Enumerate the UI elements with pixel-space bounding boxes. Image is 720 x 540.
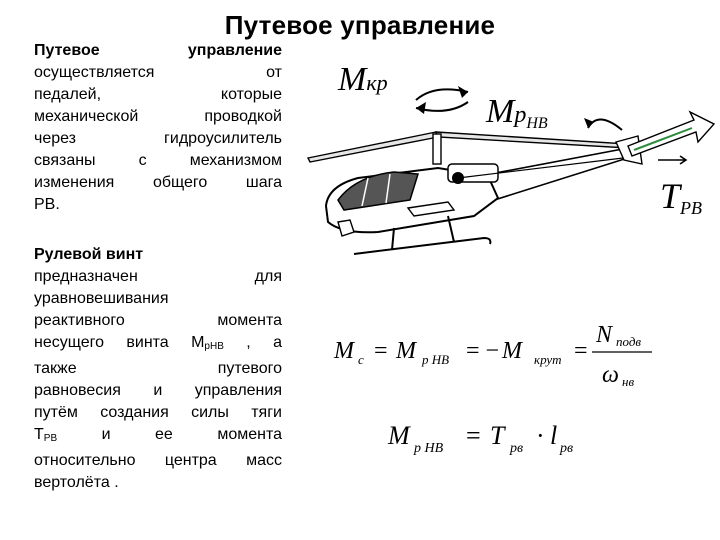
- formula-operator: =: [574, 338, 588, 364]
- text-line: ТРВ и ее момента: [34, 424, 282, 450]
- tail-rotation-arrow-icon: [587, 118, 623, 131]
- formula-torque-balance: M c = M р НВ = − M крут = N подв ω нв: [333, 322, 652, 389]
- vector-bar-icon: [658, 155, 688, 165]
- thrust-arrow-icon: [627, 110, 716, 157]
- formula-subscript: р НВ: [421, 352, 449, 367]
- block-heading: Путевое управление: [34, 42, 282, 59]
- formula-symbol: l: [550, 421, 557, 450]
- text-line: предназначен для: [34, 268, 282, 285]
- formula-operator: =: [466, 421, 481, 450]
- text-line: относительно центра масс: [34, 452, 282, 469]
- text-block-directional-control: Путевое управление осуществляется от пед…: [34, 40, 282, 216]
- label-m-kr: Mкр: [337, 61, 388, 98]
- helicopter-illustration: Mкр MрНВ TРВ: [306, 61, 716, 255]
- formula-subscript: р НВ: [413, 441, 444, 456]
- formula-subscript: рв: [559, 441, 573, 456]
- nose-gun: [337, 219, 355, 237]
- text-line: несущего винта МрНВ , а: [34, 332, 282, 358]
- canopy-frame: [361, 173, 391, 207]
- formula-operator: = −: [466, 338, 499, 364]
- formula-subscript: нв: [622, 374, 634, 389]
- text-line: равновесия и управления: [34, 382, 282, 399]
- text-line: связаны с механизмом: [34, 152, 282, 169]
- formula-denominator: ω: [602, 362, 619, 388]
- label-t-rv: TРВ: [660, 176, 702, 218]
- landing-skid: [353, 236, 492, 255]
- block-heading: Рулевой винт: [34, 246, 144, 263]
- text-line: РВ.: [34, 196, 60, 213]
- skid-strut-front: [391, 227, 395, 251]
- formula-symbol: M: [387, 421, 411, 450]
- thrust-arrow-accent: [633, 127, 693, 151]
- text-fragment: Т: [34, 426, 44, 443]
- formula-numerator: N: [595, 322, 614, 348]
- control-rod: [457, 157, 624, 179]
- subscript: рНВ: [204, 341, 224, 352]
- text-line: осуществляется от: [34, 64, 282, 81]
- main-rotor-blade-right: [434, 131, 629, 149]
- text-line: изменения общего шага: [34, 174, 282, 191]
- formula-tail-rotor-moment: M р НВ = T рв · l рв: [387, 421, 573, 456]
- stub-wing: [406, 201, 456, 217]
- text-line: педалей, которые: [34, 86, 282, 103]
- formula-subscript: крут: [534, 352, 562, 367]
- text-fragment: и ее момента: [57, 426, 282, 443]
- text-line: реактивного момента: [34, 312, 282, 329]
- formula-subscript: подв: [616, 334, 641, 349]
- text-block-tail-rotor: Рулевой винт предназначен для уравновеши…: [34, 244, 282, 494]
- subscript: РВ: [43, 433, 58, 444]
- formula-subscript: рв: [509, 441, 523, 456]
- formula-symbol: T: [490, 421, 506, 450]
- skid-strut-rear: [447, 215, 455, 243]
- text-line: механической проводкой: [34, 108, 282, 125]
- formula-symbol: M: [395, 338, 418, 364]
- cockpit-canopy: [337, 171, 419, 211]
- rotation-arrow-icon: [416, 102, 426, 114]
- text-line: также путевого: [34, 360, 282, 377]
- text-line: путём создания силы тяги: [34, 404, 282, 421]
- text-fragment: , а: [223, 334, 282, 351]
- rotation-arrow-icon: [458, 86, 468, 98]
- formula-symbol: M: [333, 338, 356, 364]
- formula-operator: =: [374, 338, 388, 364]
- text-fragment: несущего винта М: [34, 334, 205, 351]
- formula-subscript: c: [358, 352, 364, 367]
- tail-rotation-arrow-icon: [584, 118, 594, 128]
- text-line: вертолёта .: [34, 474, 119, 491]
- formula-operator: ·: [536, 421, 545, 450]
- slide-title: Путевое управление: [224, 10, 496, 40]
- main-rotor-blade-left: [306, 131, 439, 163]
- rotor-mast: [432, 133, 442, 165]
- text-line: уравновешивания: [34, 290, 169, 307]
- text-line: через гидроусилитель: [34, 130, 282, 147]
- formula-symbol: M: [501, 338, 524, 364]
- label-m-rnv: MрНВ: [485, 93, 548, 132]
